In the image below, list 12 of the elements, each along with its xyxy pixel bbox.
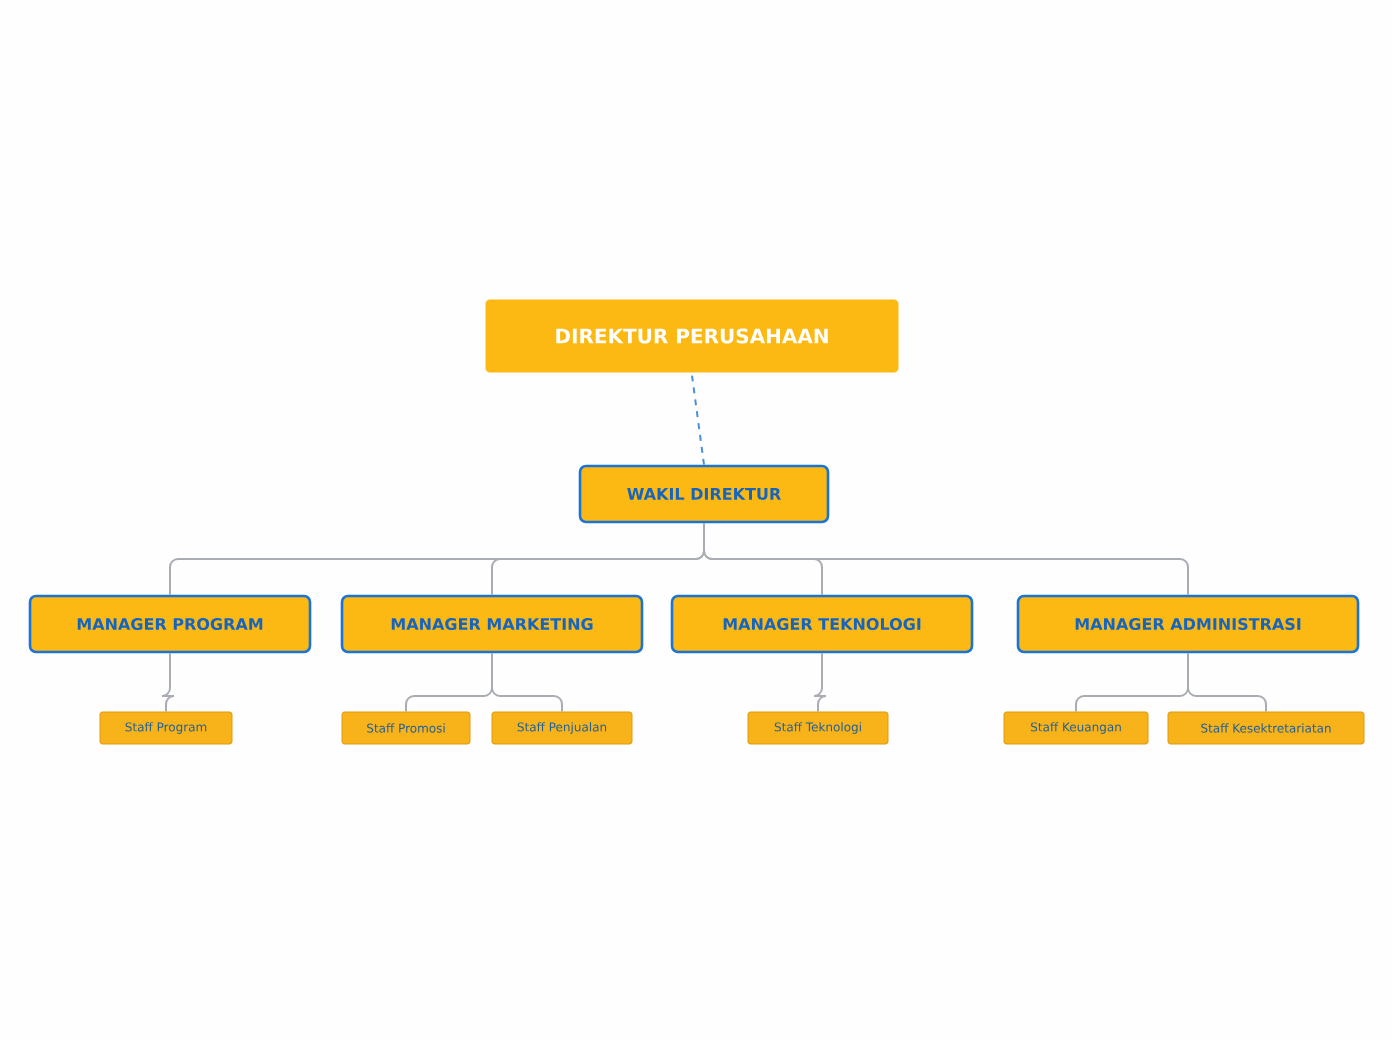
root-box: DIREKTUR PERUSAHAAN (482, 296, 902, 376)
connector (491, 652, 563, 713)
connector (161, 652, 175, 713)
role-box: MANAGER TEKNOLOGI (670, 594, 974, 654)
connector (1187, 652, 1267, 713)
connector (813, 652, 827, 713)
role-box: MANAGER MARKETING (340, 594, 644, 654)
role-box: WAKIL DIREKTUR (578, 464, 830, 524)
connector (691, 374, 705, 466)
connector (703, 522, 1189, 596)
role-box: MANAGER PROGRAM (28, 594, 312, 654)
role-box: MANAGER ADMINISTRASI (1016, 594, 1360, 654)
